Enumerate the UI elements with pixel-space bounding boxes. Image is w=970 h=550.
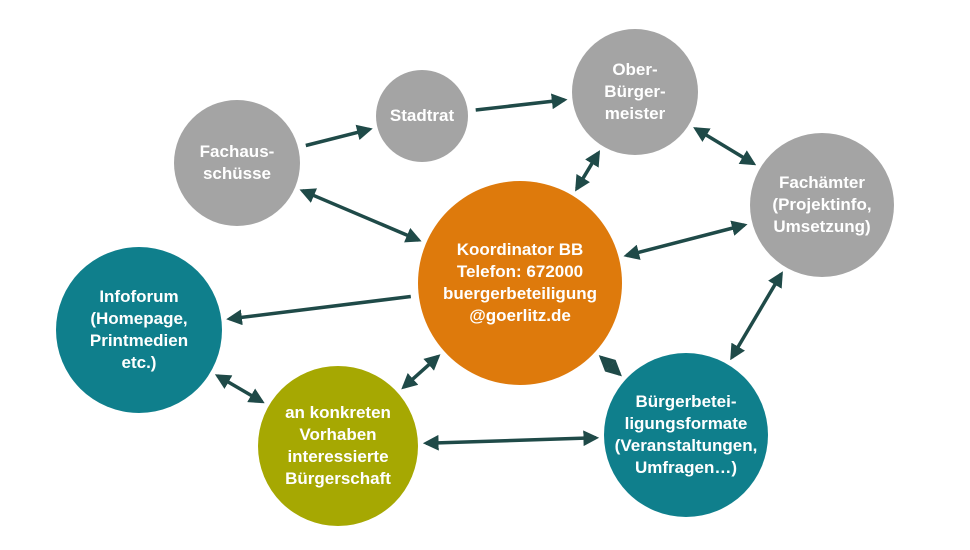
- node-infoforum-line: Infoforum: [99, 287, 179, 306]
- node-infoforum-line: etc.): [121, 353, 157, 372]
- node-koordinator-line: buergerbeteiligung: [443, 284, 597, 303]
- node-beteiligungsformate-line: Umfragen…): [634, 458, 737, 477]
- node-fachaemter-line: (Projektinfo,: [772, 195, 872, 214]
- node-buergerschaft: an konkreten Vorhaben interessierte Bürg…: [258, 366, 418, 526]
- node-koordinator: Koordinator BB Telefon: 672000 buergerbe…: [418, 181, 622, 385]
- node-beteiligungsformate-line: (Veranstaltungen,: [614, 436, 758, 455]
- link-infoforum-buergerschaft: [214, 374, 265, 404]
- link-koordinator-fachaemter: [623, 220, 748, 260]
- link-fachaemter-beteiligungsformate: [730, 271, 783, 361]
- node-buergerschaft-line: Vorhaben: [299, 425, 377, 444]
- node-infoforum: Infoforum (Homepage, Printmedien etc.): [56, 247, 222, 413]
- node-infoforum-line: Printmedien: [89, 331, 189, 350]
- node-koordinator-line: Telefon: 672000: [456, 262, 584, 281]
- link-koordinator-buergerschaft: [401, 354, 441, 390]
- node-oberbuergermeister-line: Bürger-: [604, 82, 666, 101]
- node-koordinator-line: Koordinator BB: [456, 240, 584, 259]
- node-beteiligungsformate: Bürgerbetei- ligungsformate (Veranstaltu…: [604, 353, 768, 517]
- node-beteiligungsformate-line: Bürgerbetei-: [635, 392, 737, 411]
- link-oberbuergermeister-koordinator: [575, 150, 601, 192]
- node-oberbuergermeister-line: meister: [604, 104, 666, 123]
- node-fachaemter-line: Fachämter: [779, 173, 865, 192]
- link-koordinator-beteiligungsformate: [598, 355, 622, 377]
- link-stadtrat-oberbuergermeister: [475, 93, 568, 112]
- link-fachausschuesse-koordinator: [299, 188, 422, 243]
- node-koordinator-line: @goerlitz.de: [469, 306, 571, 325]
- node-infoforum-line: (Homepage,: [90, 309, 188, 328]
- link-koordinator-infoforum: [226, 294, 412, 326]
- link-buergerschaft-beteiligungsformate: [422, 430, 600, 451]
- link-oberbuergermeister-fachaemter: [693, 127, 757, 166]
- node-buergerschaft-line: interessierte: [287, 447, 389, 466]
- node-fachausschuesse-line: Fachaus-: [199, 142, 275, 161]
- node-stadtrat: Stadtrat: [376, 70, 468, 162]
- node-stadtrat-line: Stadtrat: [389, 106, 455, 125]
- node-beteiligungsformate-line: ligungsformate: [624, 414, 748, 433]
- node-buergerschaft-line: an konkreten: [285, 403, 391, 422]
- node-buergerschaft-line: Bürgerschaft: [285, 469, 391, 488]
- node-fachausschuesse-line: schüsse: [202, 164, 272, 183]
- node-fachaemter-line: Umsetzung): [773, 217, 871, 236]
- link-fachausschuesse-stadtrat: [305, 124, 373, 148]
- node-oberbuergermeister-line: Ober-: [612, 60, 658, 79]
- node-oberbuergermeister: Ober- Bürger- meister: [572, 29, 698, 155]
- node-fachausschuesse: Fachaus- schüsse: [174, 100, 300, 226]
- node-fachaemter: Fachämter (Projektinfo, Umsetzung): [750, 133, 894, 277]
